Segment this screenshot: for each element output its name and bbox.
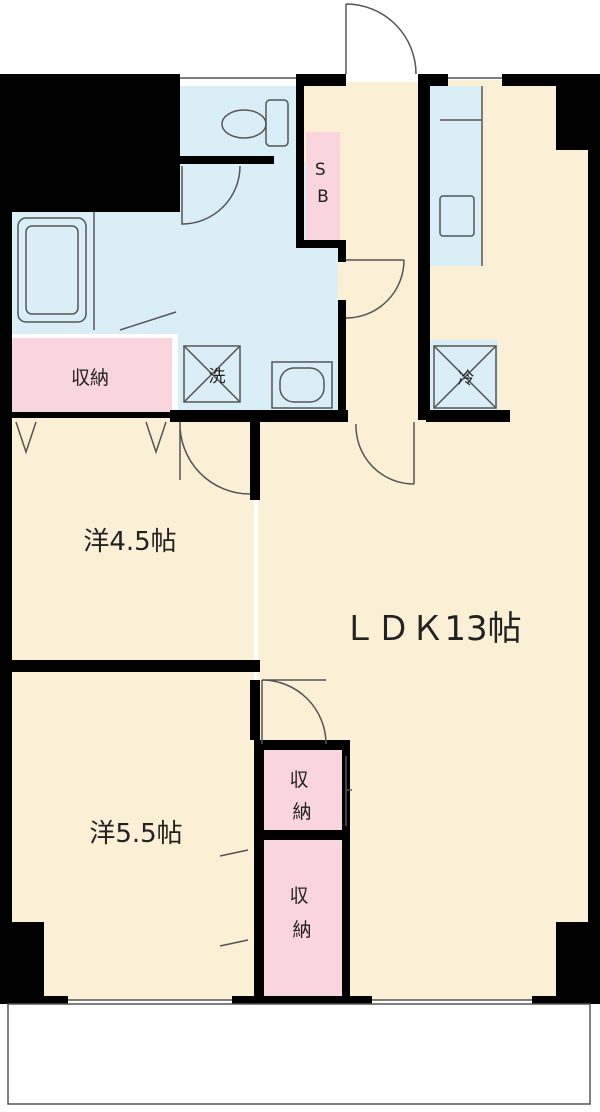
label-storage-bottom-line2: 納 bbox=[292, 919, 311, 941]
shoe-box-floor bbox=[306, 132, 340, 242]
storage-top-floor bbox=[12, 338, 172, 418]
label-shoe-box: S B bbox=[315, 160, 331, 207]
fixtures bbox=[7, 3, 591, 1105]
walls bbox=[0, 74, 600, 1004]
label-storage-bottom-line1: 収 bbox=[289, 885, 308, 907]
label-storage-mid: 収 納 bbox=[289, 769, 314, 823]
toilet-tank bbox=[265, 99, 289, 147]
label-ldk: ＬＤＫ13帖 bbox=[342, 609, 521, 649]
label-western-2: 洋5.5帖 bbox=[89, 819, 182, 849]
storage-mid-floor bbox=[262, 750, 342, 830]
kitchen-sink bbox=[439, 195, 475, 237]
label-storage-top: 収納 bbox=[71, 367, 109, 389]
room2-door-swing bbox=[261, 679, 327, 745]
label-fridge: 冷 bbox=[458, 369, 475, 389]
label-washer: 洗 bbox=[209, 367, 226, 387]
label-western-1: 洋4.5帖 bbox=[83, 527, 176, 557]
corridor-door-swing bbox=[345, 259, 405, 319]
wash-basin bbox=[271, 361, 333, 409]
bathtub bbox=[17, 217, 87, 323]
balcony bbox=[7, 1003, 591, 1105]
bathroom-floor bbox=[12, 212, 178, 334]
room1-door-swing bbox=[179, 421, 251, 495]
entrance-door-swing bbox=[345, 3, 417, 75]
label-storage-mid-line2: 納 bbox=[292, 801, 311, 823]
kitchen-counter bbox=[430, 86, 482, 266]
label-storage-bottom: 収 納 bbox=[289, 885, 314, 941]
washer-pan bbox=[183, 345, 241, 403]
western-room-1-floor bbox=[12, 418, 254, 664]
label-shoe-box-line1: S bbox=[315, 160, 326, 180]
room-labels: 洋4.5帖 洋5.5帖 ＬＤＫ13帖 収納 収 納 収 納 S B 洗 冷 bbox=[71, 160, 522, 941]
washroom-door-swing bbox=[181, 165, 241, 225]
storage-bottom-floor bbox=[262, 840, 342, 998]
label-storage-mid-line1: 収 bbox=[289, 769, 308, 791]
fridge-pan bbox=[433, 345, 497, 409]
ldk-door-swing bbox=[355, 422, 415, 485]
label-shoe-box-line2: B bbox=[317, 187, 329, 207]
western-room-2-floor bbox=[12, 670, 254, 1000]
toilet-floor bbox=[178, 86, 296, 162]
